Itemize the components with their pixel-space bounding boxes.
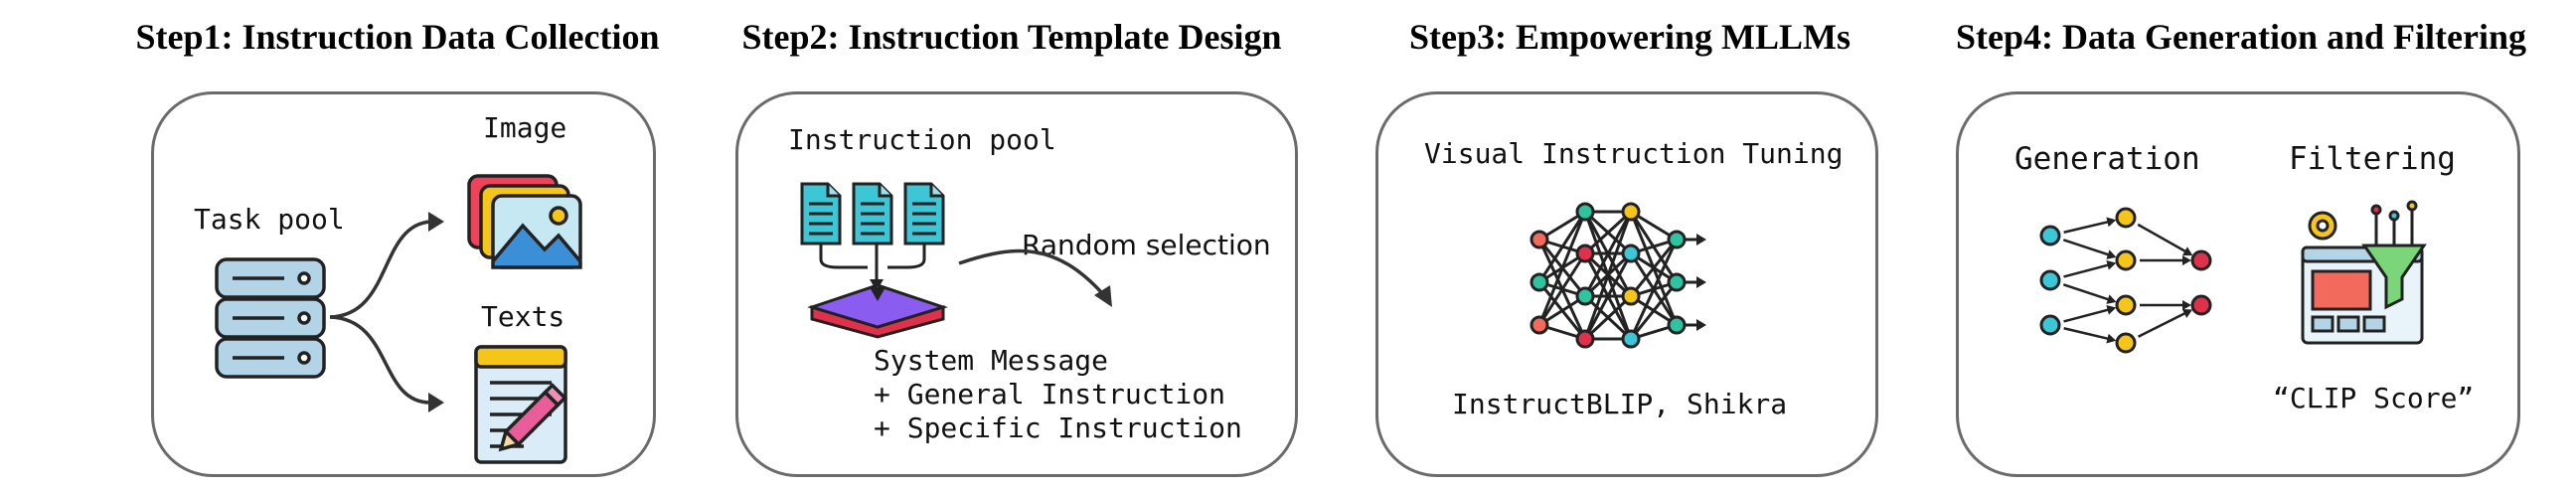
neural-network-icon bbox=[1530, 202, 1706, 349]
specific-instruction-line: + Specific Instruction bbox=[874, 411, 1242, 444]
random-selection-arrow bbox=[958, 248, 1112, 307]
image-stack-icon bbox=[467, 174, 582, 269]
filtering-label: Filtering bbox=[2289, 141, 2456, 177]
document-pencil-icon bbox=[474, 345, 567, 464]
task-pool-label: Task pool bbox=[194, 203, 345, 236]
branch-arrows bbox=[329, 212, 444, 412]
image-label: Image bbox=[483, 111, 567, 144]
database-icon bbox=[215, 257, 326, 379]
instruction-documents-icon bbox=[800, 182, 945, 291]
instruction-pool-label: Instruction pool bbox=[788, 123, 1056, 156]
models-label: InstructBLIP, Shikra bbox=[1452, 388, 1788, 420]
step1-panel: Task pool Image Texts bbox=[151, 91, 656, 477]
document-icon bbox=[800, 182, 842, 246]
clip-score-label: “CLIP Score” bbox=[2273, 382, 2475, 414]
platform-icon bbox=[807, 283, 948, 339]
step2-title: Step2: Instruction Template Design bbox=[741, 17, 1282, 57]
document-icon bbox=[903, 182, 945, 246]
general-instruction-line: + General Instruction bbox=[874, 378, 1226, 410]
step3-panel: Visual Instruction Tuning InstructBLIP, … bbox=[1375, 91, 1878, 477]
generation-network-icon bbox=[2039, 207, 2212, 354]
step2-panel: Instruction pool Random selection System… bbox=[735, 91, 1298, 477]
step4-title: Step4: Data Generation and Filtering bbox=[1956, 17, 2526, 57]
document-icon bbox=[852, 182, 893, 246]
step3-title: Step3: Empowering MLLMs bbox=[1409, 17, 1851, 57]
visual-instruction-tuning-label: Visual Instruction Tuning bbox=[1424, 137, 1844, 170]
step1-title: Step1: Instruction Data Collection bbox=[135, 17, 660, 57]
filter-funnel-icon bbox=[2301, 200, 2427, 345]
random-selection-label: Random selection bbox=[1022, 229, 1271, 261]
generation-label: Generation bbox=[2014, 141, 2200, 177]
system-message-line: System Message bbox=[874, 344, 1109, 377]
texts-label: Texts bbox=[481, 300, 565, 333]
step4-panel: Generation Filtering “CLIP Score” bbox=[1956, 91, 2520, 477]
